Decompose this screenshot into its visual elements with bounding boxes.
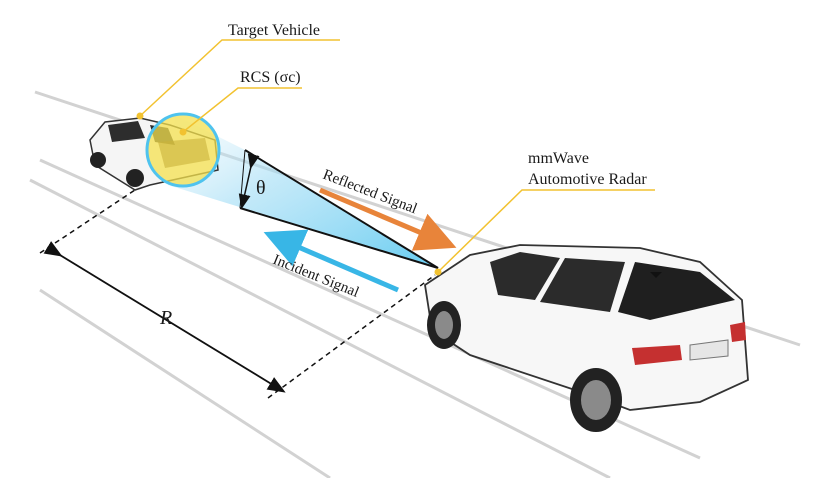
- rcs-label: RCS (σc): [240, 69, 301, 86]
- radar-vehicle-taillight: [632, 345, 682, 365]
- target-vehicle-label: Target Vehicle: [228, 22, 320, 39]
- range-arrow: [43, 241, 286, 393]
- road-line-lower: [39, 288, 331, 478]
- target-vehicle-rear: [158, 138, 210, 168]
- range-label: R: [159, 307, 172, 329]
- reflected-signal-arrow: [319, 187, 457, 251]
- target-vehicle-wheel: [126, 169, 144, 187]
- target-vehicle-wheel: [90, 152, 106, 168]
- beam-edge-top: [244, 149, 439, 269]
- road-line-middle: [29, 178, 611, 478]
- radar-beam: [168, 115, 438, 268]
- theta-arrow: [238, 153, 260, 210]
- range-dimension: R: [39, 189, 436, 399]
- radar-vehicle: [424, 244, 749, 432]
- beam-edge-bottom: [239, 207, 439, 269]
- incident-signal-arrow: [263, 229, 399, 293]
- radar-vehicle-taillight: [730, 322, 746, 342]
- theta-label: θ: [256, 177, 266, 199]
- range-extension-left: [39, 189, 136, 254]
- callout-target-vehicle: Target Vehicle: [136, 22, 340, 120]
- callout-radar: mmWave Automotive Radar: [434, 150, 655, 276]
- radar-label-line1: mmWave: [528, 150, 589, 167]
- radar-label-line2: Automotive Radar: [528, 171, 647, 188]
- range-extension-right: [267, 274, 436, 399]
- callout-rcs: RCS (σc): [179, 69, 302, 136]
- incident-signal-label: Incident Signal: [271, 252, 362, 301]
